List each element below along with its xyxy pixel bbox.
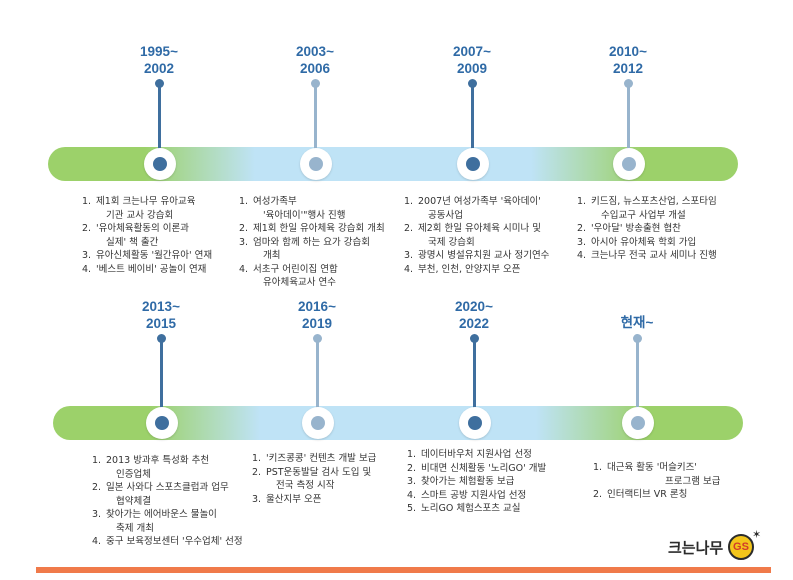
- logo-wordmark: 크는나무: [668, 539, 724, 557]
- period-label: 2013~ 2015: [121, 298, 201, 332]
- timeline-node: [302, 407, 334, 439]
- timeline-node: [459, 407, 491, 439]
- period-start: 2007~: [453, 44, 491, 59]
- timeline-stem: [473, 338, 476, 408]
- period-label: 2010~ 2012: [588, 43, 668, 77]
- milestone-list: 1.2007년 여성가족부 '육아데이'공동사업 2.제2회 한일 유아체육 시…: [404, 195, 549, 276]
- list-item: 3.찾아가는 체험활동 보급: [407, 476, 515, 487]
- logo-badge-icon: GS: [728, 534, 754, 560]
- list-item: 4.중구 보육정보센터 '우수업체' 선정: [92, 536, 243, 547]
- period-end: 2022: [458, 316, 490, 331]
- milestone-list: 1.여성가족부'육아데이'"행사 진행 2.제1회 한일 유아체육 강습회 개최…: [239, 195, 385, 290]
- company-logo: 크는나무 GS ✶: [668, 528, 778, 564]
- timeline-stem: [627, 83, 630, 149]
- timeline-node: [613, 148, 645, 180]
- list-item: 1.'키즈콩콩' 컨텐츠 개발 보급: [252, 453, 377, 464]
- period-end: 2019: [301, 316, 333, 331]
- timeline-stem: [316, 338, 319, 408]
- list-item: 4.'베스트 베이비' 공놀이 연재: [82, 263, 207, 275]
- list-item: 1.여성가족부'육아데이'"행사 진행: [239, 196, 346, 221]
- period-end: 2009: [456, 61, 488, 76]
- period-label: 2016~ 2019: [277, 298, 357, 332]
- period-start: 1995~: [140, 44, 178, 59]
- period-start: 2016~: [298, 299, 336, 314]
- timeline-stem: [158, 83, 161, 149]
- period-label: 2020~ 2022: [434, 298, 514, 332]
- list-item: 4.스마트 공방 지원사업 선정: [407, 489, 527, 501]
- timeline-stem: [636, 338, 639, 408]
- period-label: 2003~ 2006: [275, 43, 355, 77]
- period-label: 2007~ 2009: [432, 43, 512, 77]
- list-item: 1.데이터바우처 지원사업 선정: [407, 449, 532, 460]
- period-end: 2006: [299, 61, 331, 76]
- period-start: 2020~: [455, 299, 493, 314]
- period-end: 2002: [143, 61, 175, 76]
- timeline-node: [457, 148, 489, 180]
- footer-divider: [36, 567, 771, 573]
- list-item: 4.부천, 인천, 안양지부 오픈: [404, 263, 521, 275]
- period-label: 1995~ 2002: [119, 43, 199, 77]
- list-item: 2.'우아달' 방송출현 협찬: [577, 223, 681, 234]
- list-item: 1.2007년 여성가족부 '육아데이'공동사업: [404, 196, 541, 221]
- list-item: 5.노리GO 체험스포츠 교실: [407, 503, 521, 514]
- milestone-list: 1.대근육 활동 '머슬키즈'프로그램 보급 2.인터랙티브 VR 론칭: [593, 461, 720, 502]
- list-item: 3.아시아 유아체육 학회 가입: [577, 236, 697, 248]
- list-item: 2.비대면 신체활동 '노리GO' 개발: [407, 462, 547, 474]
- period-label: 현재~: [597, 314, 677, 331]
- list-item: 2.제1회 한일 유아체육 강습회 개최: [239, 223, 385, 234]
- timeline-node: [144, 148, 176, 180]
- period-start: 2010~: [609, 44, 647, 59]
- timeline-node: [622, 407, 654, 439]
- list-item: 3.광명시 병설유치원 교사 정기연수: [404, 250, 550, 261]
- period-start: 2013~: [142, 299, 180, 314]
- period-end: 2015: [145, 316, 177, 331]
- timeline-stem: [160, 338, 163, 408]
- list-item: 3.유아신체활동 '월간유아' 연재: [82, 250, 213, 261]
- sparkle-icon: ✶: [752, 528, 762, 541]
- list-item: 4.크는나무 전국 교사 세미나 진행: [577, 250, 717, 261]
- period-start: 2003~: [296, 44, 334, 59]
- timeline-node: [146, 407, 178, 439]
- timeline-stem: [471, 83, 474, 149]
- period-start: 현재~: [620, 315, 654, 330]
- list-item: 2.인터랙티브 VR 론칭: [593, 489, 688, 500]
- timeline-node: [300, 148, 332, 180]
- milestone-list: 1.데이터바우처 지원사업 선정 2.비대면 신체활동 '노리GO' 개발 3.…: [407, 448, 546, 516]
- list-item: 1.대근육 활동 '머슬키즈'프로그램 보급: [593, 462, 721, 487]
- period-end: 2012: [612, 61, 644, 76]
- timeline-stem: [314, 83, 317, 149]
- list-item: 3.울산지부 오픈: [252, 493, 322, 505]
